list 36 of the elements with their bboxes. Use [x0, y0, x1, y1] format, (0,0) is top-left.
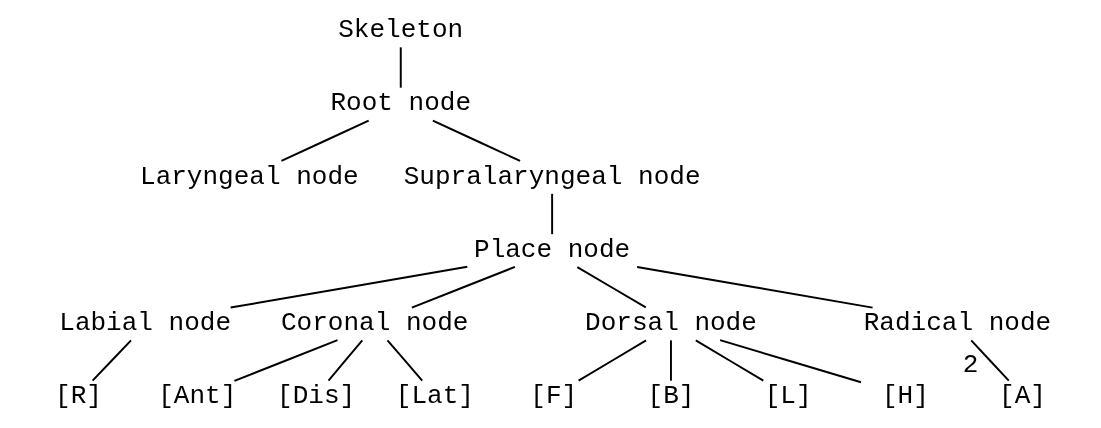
node-text: Skeleton [338, 15, 464, 46]
node-label: 2 [962, 350, 979, 381]
connector [399, 46, 402, 89]
node-text: [Lat] [395, 381, 474, 412]
connector [576, 266, 647, 309]
connector [410, 265, 516, 309]
node-text: [Ant] [158, 381, 237, 412]
connector [431, 119, 522, 162]
connector [719, 339, 862, 384]
node-text: [R] [55, 381, 102, 412]
node-text: [L] [764, 381, 812, 412]
connector [551, 192, 554, 236]
node-text: [B] [647, 381, 695, 412]
connector [386, 339, 424, 382]
connector [694, 339, 765, 382]
connector [970, 339, 1010, 382]
node-text: Place node [474, 234, 631, 265]
connector [327, 339, 364, 382]
connector [280, 119, 370, 162]
node-text: Laryngeal node [140, 161, 359, 192]
node-text: Coronal node [280, 308, 469, 339]
node-text: Supralaryngeal node [403, 161, 701, 192]
node-text: [H] [881, 381, 929, 412]
node-text: Radical node [863, 308, 1052, 339]
node-text: Root node [330, 88, 472, 119]
node-text: [Dis] [277, 381, 356, 412]
node-text: [A] [999, 381, 1046, 412]
node-text: Dorsal node [585, 308, 757, 339]
connector [233, 339, 339, 382]
connector [636, 265, 874, 309]
connector [577, 339, 648, 382]
connector [669, 339, 672, 382]
connector [229, 265, 469, 309]
connector [91, 339, 132, 382]
node-text: Labial node [59, 308, 232, 339]
node-text: [F] [530, 381, 578, 412]
